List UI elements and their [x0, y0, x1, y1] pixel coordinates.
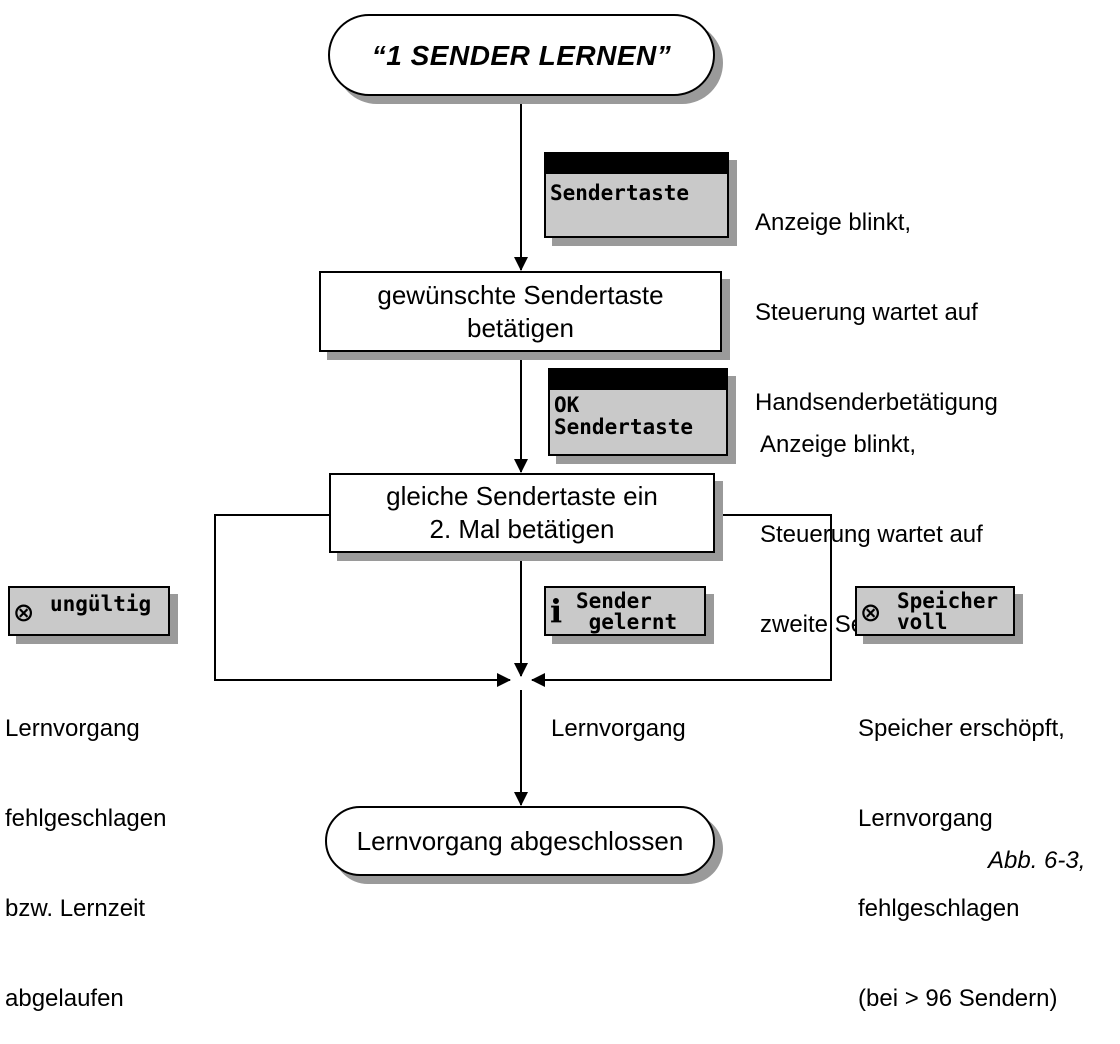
lcd-line: Sender [576, 589, 652, 613]
process-line: gewünschte Sendertaste [377, 279, 664, 310]
lcd-line: Sendertaste [550, 181, 690, 205]
start-label: “1 SENDER LERNEN” [371, 39, 672, 71]
lcd-line: gelernt [576, 610, 678, 634]
note-line: (bei > 96 Sendern) [858, 985, 1058, 1012]
note-line: Anzeige blinkt, [760, 431, 917, 458]
note-line: Steuerung wartet auf [760, 521, 983, 548]
lcd-line: Speicher [897, 589, 999, 613]
connector-lines [214, 97, 832, 806]
lcd-line: OK [554, 393, 580, 417]
arrow-left-branch [214, 514, 511, 687]
lcd-display-ungueltig: ⊗ ungültig [8, 586, 170, 636]
process-box-press-again: gleiche Sendertaste ein 2. Mal betätigen [329, 473, 715, 553]
lcd-blink-bar [546, 154, 727, 174]
error-x-icon: ⊗ [861, 593, 881, 631]
note-line: Lernvorgang [551, 715, 686, 742]
lcd-line: Sendertaste [554, 415, 694, 439]
start-terminal: “1 SENDER LERNEN” [328, 14, 715, 96]
note-line: abgelaufen [5, 985, 124, 1012]
process-box-press-button: gewünschte Sendertaste betätigen [319, 271, 722, 352]
end-label: Lernvorgang abgeschlossen [356, 825, 684, 856]
lcd-line: ungültig [50, 592, 152, 616]
note-line: Speicher erschöpft, [858, 715, 1065, 742]
lcd-display-ok-sendertaste: OK Sendertaste [548, 368, 728, 456]
lcd-blink-bar [550, 370, 726, 390]
note-line: Lernvorgang [5, 715, 140, 742]
process-line: gleiche Sendertaste ein [386, 481, 658, 511]
lcd-display-sendertaste: Sendertaste [544, 152, 729, 238]
lcd-display-sender-gelernt: i Sender gelernt [544, 586, 706, 636]
note-line: bzw. Lernzeit [5, 895, 146, 922]
figure-caption: Abb. 6-3, [988, 847, 1086, 874]
end-terminal: Lernvorgang abgeschlossen [325, 806, 715, 876]
process-line: 2. Mal betätigen [429, 514, 615, 544]
error-x-icon: ⊗ [14, 593, 34, 631]
note-step1: Anzeige blinkt, Steuerung wartet auf Han… [755, 148, 998, 448]
arrow-right-branch [531, 514, 832, 687]
note-line: Steuerung wartet auf [755, 299, 978, 326]
note-line: Lernvorgang [858, 805, 993, 832]
note-line: fehlgeschlagen [5, 805, 167, 832]
process-line: betätigen [467, 312, 574, 343]
info-icon: i [550, 592, 563, 630]
note-line: Anzeige blinkt, [755, 209, 912, 236]
lcd-display-speicher-voll: ⊗ Speicher voll [855, 586, 1015, 636]
lcd-line: voll [897, 610, 948, 634]
note-line: Handsenderbetätigung [755, 389, 998, 416]
note-invalid: Lernvorgang fehlgeschlagen bzw. Lernzeit… [5, 654, 166, 1044]
note-line: fehlgeschlagen [858, 895, 1020, 922]
